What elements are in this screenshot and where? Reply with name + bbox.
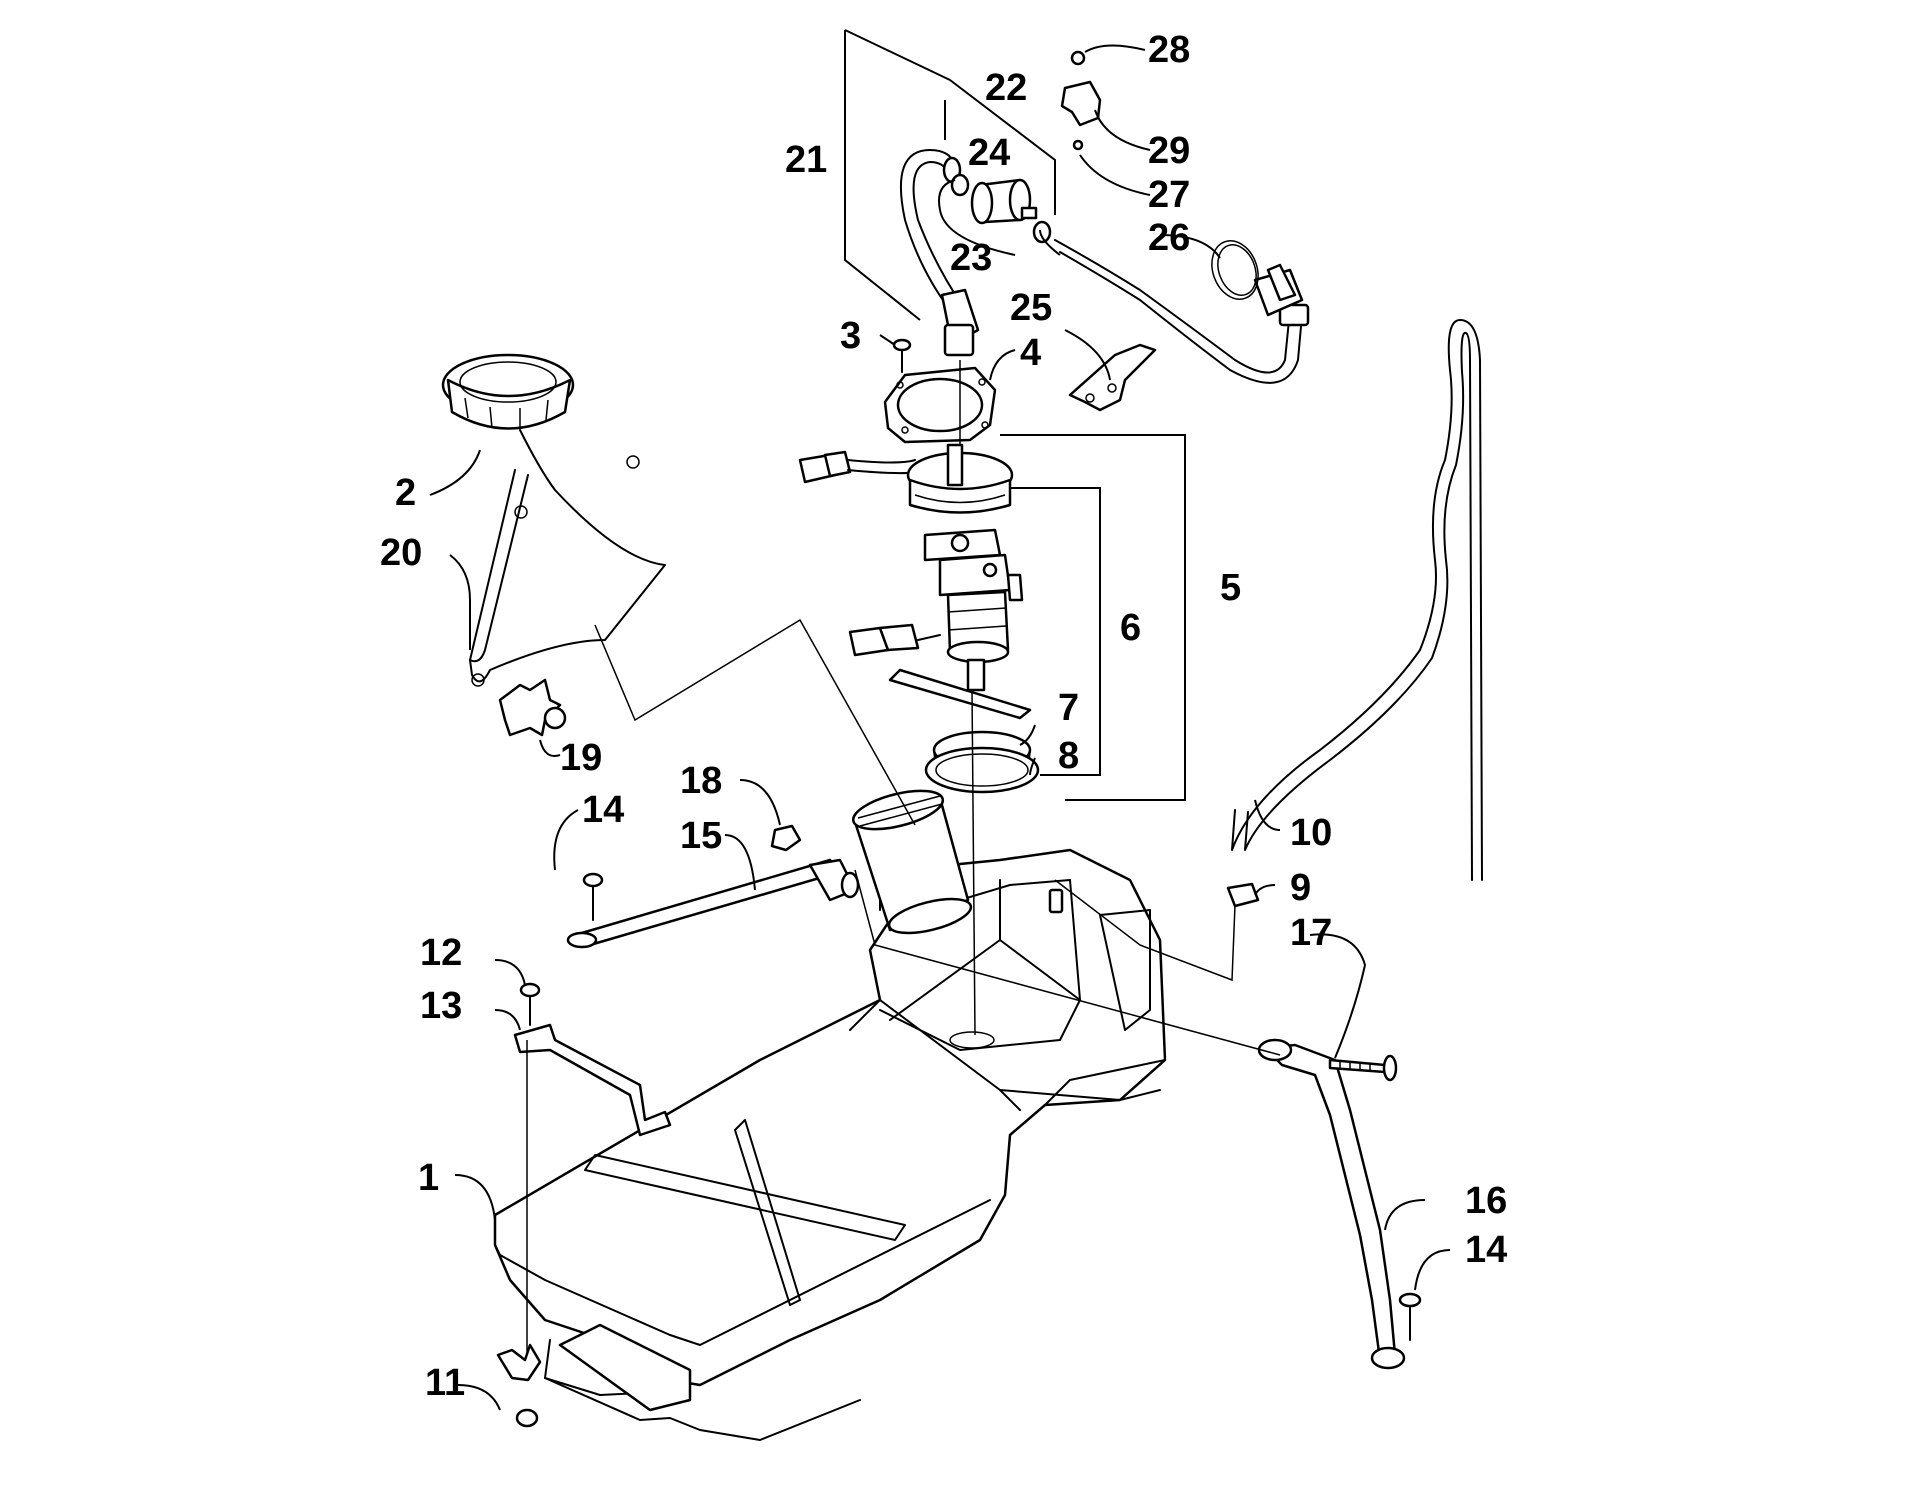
vent-hose[interactable] [1231,319,1483,881]
callout-24[interactable]: 24 [968,132,1010,174]
callout-labels: 1 2 3 4 5 6 7 8 9 10 11 12 13 14 14 15 1… [380,29,1507,1404]
callout-25[interactable]: 25 [1010,287,1052,329]
hose-clamp[interactable] [1204,234,1266,305]
leader-lines [429,44,1451,1411]
callout-8[interactable]: 8 [1058,735,1079,777]
callout-23[interactable]: 23 [950,237,992,279]
strap-bolt[interactable] [1328,1054,1398,1082]
strap-screw-lower[interactable] [1398,1292,1422,1341]
callout-11[interactable]: 11 [425,1362,465,1404]
mounting-bracket[interactable] [1068,343,1157,412]
callout-17[interactable]: 17 [1290,912,1332,954]
callout-14-lower[interactable]: 14 [1465,1229,1507,1271]
callout-7[interactable]: 7 [1058,687,1079,729]
strap-nut[interactable] [770,824,802,852]
hose-clip[interactable] [1226,882,1260,908]
callout-6[interactable]: 6 [1120,607,1141,649]
tank-strap-rear[interactable] [1257,1038,1406,1370]
seal-ring-lower[interactable] [924,746,1040,794]
callout-15[interactable]: 15 [680,815,722,857]
fuel-pump-assembly[interactable] [798,443,1032,720]
fuel-hose-right[interactable] [1054,239,1310,384]
callout-27[interactable]: 27 [1148,174,1190,216]
tank-strap-upper[interactable] [566,858,860,949]
callout-4[interactable]: 4 [1020,332,1041,374]
callout-12[interactable]: 12 [420,932,462,974]
fuel-cap[interactable] [441,353,575,430]
fuel-filter[interactable] [950,173,1052,244]
filler-neck[interactable] [849,783,974,939]
pump-gasket-plate[interactable] [883,366,997,444]
tank-mount-nut[interactable] [496,1343,542,1428]
callout-1[interactable]: 1 [418,1157,439,1199]
callout-14-upper[interactable]: 14 [582,789,624,831]
fuel-hose-left[interactable] [899,149,980,357]
callout-16[interactable]: 16 [1465,1180,1507,1222]
pump-retainer-screw[interactable] [892,338,912,373]
tank-mount-bracket[interactable] [513,982,672,1380]
fuel-tank[interactable] [493,848,1167,1441]
callout-5[interactable]: 5 [1220,567,1241,609]
callout-22[interactable]: 22 [985,67,1027,109]
callout-10[interactable]: 10 [1290,812,1332,854]
callout-3[interactable]: 3 [840,315,861,357]
callout-29[interactable]: 29 [1148,130,1190,172]
callout-26[interactable]: 26 [1148,217,1190,259]
group-brackets [844,29,1186,801]
strap-screw-upper[interactable] [582,872,604,921]
assembly-lines [594,360,1281,1056]
callout-19[interactable]: 19 [560,737,602,779]
callout-9[interactable]: 9 [1290,867,1311,909]
hose-bracket[interactable] [1060,50,1102,151]
callout-13[interactable]: 13 [420,985,462,1027]
callout-18[interactable]: 18 [680,760,722,802]
callout-2[interactable]: 2 [395,472,416,514]
fuel-cap-tether[interactable] [469,429,666,737]
callout-21[interactable]: 21 [785,139,827,181]
callout-20[interactable]: 20 [380,532,422,574]
quick-connect-fitting[interactable] [1253,263,1304,317]
callout-28[interactable]: 28 [1148,29,1190,71]
